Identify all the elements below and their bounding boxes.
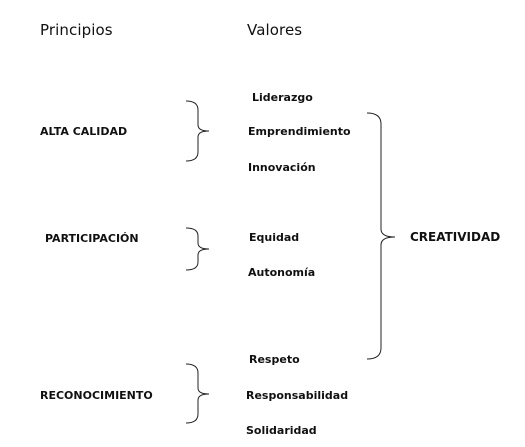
value-respeto: Respeto	[249, 353, 300, 366]
value-equidad: Equidad	[249, 231, 300, 244]
brace-alta-calidad	[185, 100, 210, 162]
value-responsabilidad: Responsabilidad	[246, 389, 349, 402]
principles-header: Principios	[40, 21, 113, 39]
result-creatividad: CREATIVIDAD	[410, 230, 501, 244]
value-liderazgo: Liderazgo	[252, 91, 313, 104]
value-autonomia: Autonomía	[248, 266, 316, 279]
brace-participacion	[185, 227, 210, 271]
brace-reconocimiento	[185, 363, 210, 424]
brace-creatividad	[366, 112, 396, 360]
values-header: Valores	[247, 21, 303, 39]
principle-participacion: PARTICIPACIÓN	[45, 232, 139, 245]
value-innovacion: Innovación	[248, 161, 316, 174]
principle-reconocimiento: RECONOCIMIENTO	[40, 389, 153, 402]
value-solidaridad: Solidaridad	[246, 424, 317, 437]
value-emprendimiento: Emprendimiento	[248, 125, 351, 138]
principle-alta-calidad: ALTA CALIDAD	[40, 125, 128, 138]
